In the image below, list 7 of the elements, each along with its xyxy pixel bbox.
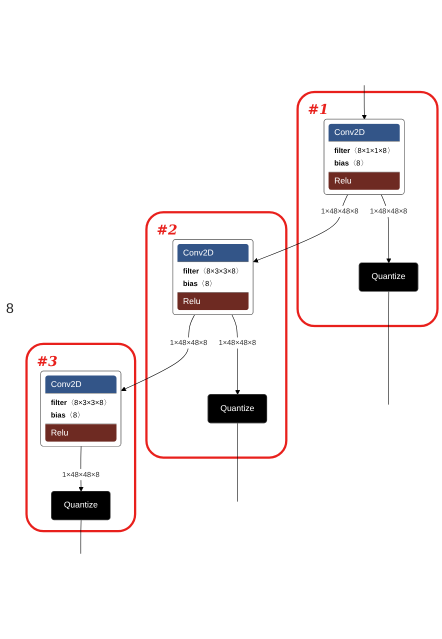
quantize-node: Quantize <box>358 262 418 292</box>
quantize-node: Quantize <box>208 394 268 424</box>
arrow <box>253 194 348 263</box>
arrow <box>362 84 367 120</box>
quantize-node: Quantize <box>51 490 111 520</box>
note-text: 8 <box>6 300 14 316</box>
arrow <box>121 314 195 392</box>
